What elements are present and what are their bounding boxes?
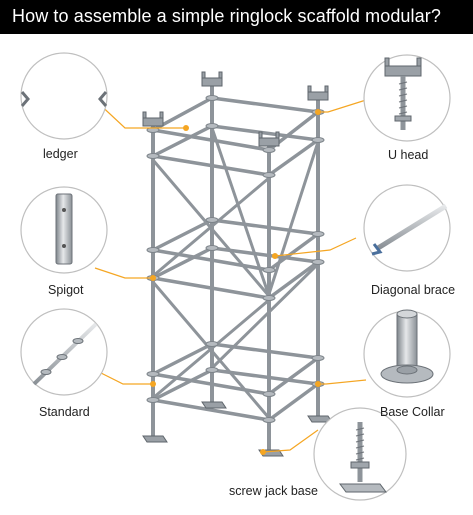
ledgers-upper bbox=[151, 96, 320, 177]
u-heads bbox=[142, 71, 329, 147]
u-head-icon bbox=[384, 57, 422, 130]
callout-ledger bbox=[20, 52, 108, 140]
scaffold-tower bbox=[142, 71, 333, 457]
screw-jack-base-icon bbox=[339, 422, 387, 493]
callout-diagonal-brace bbox=[363, 184, 451, 272]
label-standard: Standard bbox=[39, 405, 90, 419]
callout-screw-jack-base bbox=[313, 407, 407, 501]
leader-lines bbox=[94, 99, 367, 453]
diagram-title: How to assemble a simple ringlock scaffo… bbox=[12, 6, 441, 26]
label-spigot: Spigot bbox=[48, 283, 84, 297]
title-bar: How to assemble a simple ringlock scaffo… bbox=[0, 0, 473, 34]
label-u-head: U head bbox=[388, 148, 429, 162]
label-diagonal-brace: Diagonal brace bbox=[371, 283, 456, 297]
label-base-collar: Base Collar bbox=[380, 405, 445, 419]
spigot-icon bbox=[55, 193, 73, 265]
base-plates bbox=[142, 401, 333, 457]
scaffold-diagram bbox=[20, 52, 451, 501]
standard-icon bbox=[32, 322, 98, 386]
label-ledger: ledger bbox=[43, 147, 78, 161]
base-collar-icon bbox=[380, 309, 434, 384]
diagonal-brace-icon bbox=[376, 203, 448, 251]
label-screw-jack-base: screw jack base bbox=[229, 484, 318, 498]
callout-base-collar bbox=[363, 309, 451, 398]
callout-standard bbox=[20, 308, 108, 396]
callout-u-head bbox=[363, 54, 451, 142]
callout-spigot bbox=[20, 186, 108, 274]
ledgers-lower bbox=[151, 342, 320, 422]
leader-dots bbox=[150, 109, 321, 455]
diagonal-braces bbox=[151, 126, 320, 420]
